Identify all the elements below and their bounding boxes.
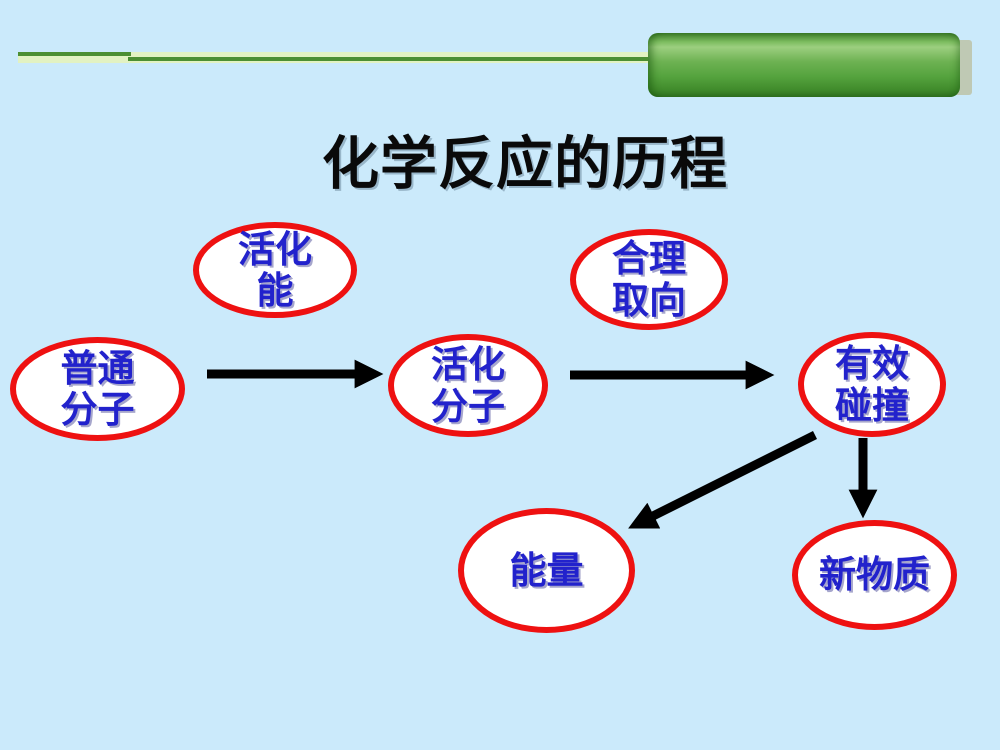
- slide-title: 化学反应的历程: [322, 130, 728, 197]
- node-activated-molecules: 活化 分子: [388, 334, 548, 437]
- node-ordinary-molecules: 普通 分子: [10, 337, 185, 441]
- node-activation-energy: 活化 能: [193, 222, 357, 318]
- node-label: 普通: [60, 346, 135, 390]
- node-label: 合理: [612, 237, 686, 281]
- node-label: 碰撞: [835, 383, 909, 427]
- node-label: 有效: [835, 342, 909, 386]
- node-label: 活化: [431, 343, 505, 387]
- arrow-collision-to-energy: [628, 430, 818, 529]
- node-energy: 能量: [458, 508, 635, 633]
- node-effective-collision: 有效 碰撞: [798, 332, 946, 437]
- header-rule-line-left: [18, 52, 131, 56]
- node-label: 分子: [431, 384, 505, 428]
- node-new-substance: 新物质: [792, 520, 957, 630]
- header-rule-line-right: [128, 57, 655, 61]
- node-label: 能: [256, 269, 294, 312]
- node-label: 能量: [509, 548, 584, 592]
- node-proper-orientation: 合理 取向: [570, 229, 728, 330]
- node-label: 活化: [238, 227, 312, 271]
- node-label: 分子: [60, 388, 135, 431]
- node-label: 取向: [612, 278, 686, 322]
- node-label: 新物质: [819, 553, 930, 597]
- header-green-cylinder: [648, 33, 960, 97]
